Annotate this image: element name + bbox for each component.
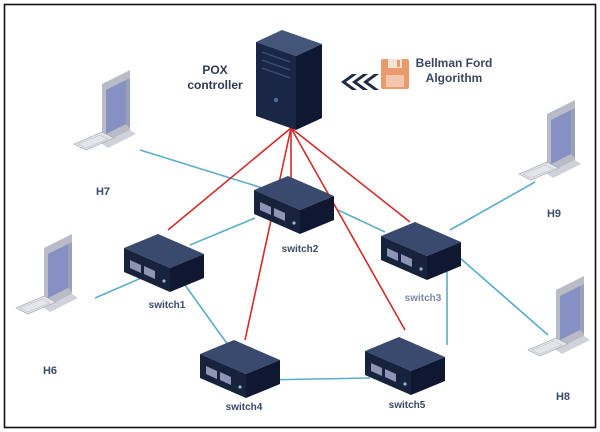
- control-link-switch4: [244, 127, 292, 341]
- host-h7-label: H7: [96, 186, 110, 198]
- switch2-label: switch2: [282, 244, 319, 255]
- host-h8-computer-icon: [527, 275, 591, 357]
- algorithm-name-line2: Algorithm: [426, 71, 483, 85]
- host-h9-computer-icon: [518, 99, 582, 181]
- controller-name-line1: POX: [202, 63, 227, 77]
- control-links: [167, 127, 411, 341]
- link-switch2-switch3: [337, 209, 386, 233]
- link-switch1-switch2: [189, 217, 256, 246]
- host-h6-computer-icon: [15, 233, 79, 315]
- control-link-switch1: [167, 127, 292, 231]
- control-link-switch5: [290, 127, 406, 331]
- switch4-label: switch4: [226, 402, 263, 413]
- chevron-arrows-icon: [341, 74, 379, 90]
- switch1-icon: [124, 234, 204, 292]
- server-tower-icon: [256, 30, 322, 130]
- link-switch4-switch5: [261, 377, 371, 381]
- controller-name-line2: controller: [187, 78, 243, 92]
- link-switch1-switch4: [184, 284, 229, 346]
- algorithm-name-line1: Bellman Ford: [416, 56, 493, 70]
- switch5-label: switch5: [389, 400, 426, 411]
- host-h8-label: H8: [556, 391, 570, 403]
- host-h6-label: H6: [43, 365, 57, 377]
- control-link-switch3: [290, 127, 411, 223]
- switch1-label: switch1: [149, 300, 186, 311]
- host-h9-label: H9: [547, 208, 561, 220]
- switch5-icon: [365, 337, 445, 395]
- diagram-border: [3, 3, 597, 429]
- switch4-icon: [200, 340, 280, 398]
- switch3-icon: [381, 222, 461, 280]
- host-h7-computer-icon: [73, 69, 137, 151]
- floppy-disk-icon: [381, 59, 409, 89]
- switch3-label: switch3: [405, 293, 442, 304]
- switch2-icon: [254, 176, 334, 234]
- link-h9-switch3: [449, 181, 536, 231]
- link-h8-switch3: [459, 257, 549, 336]
